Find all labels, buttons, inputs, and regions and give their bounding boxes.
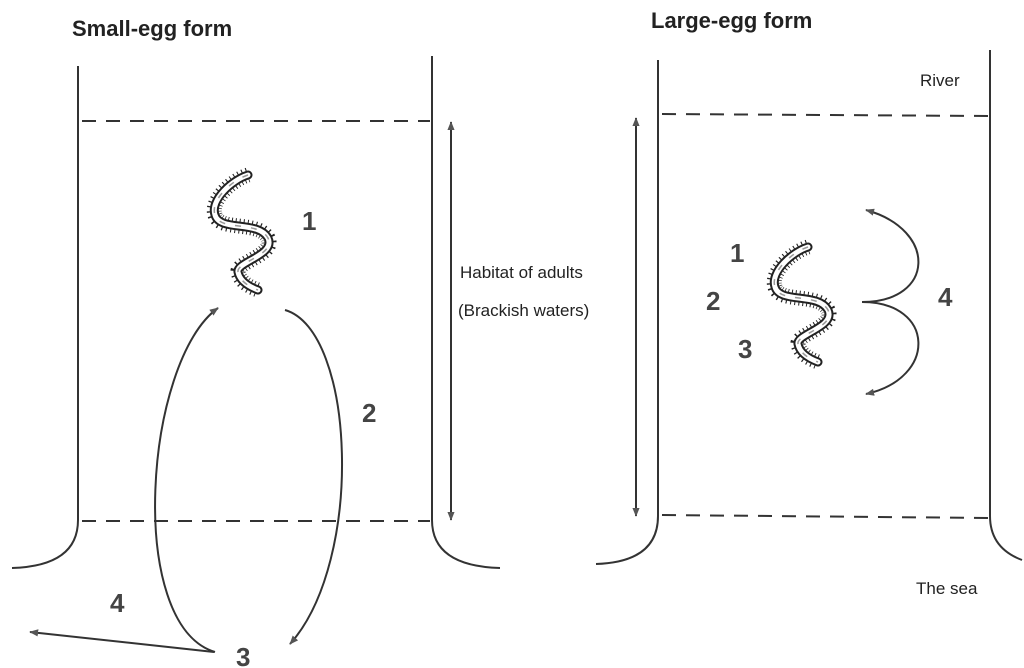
small-egg-stage-2: 2: [362, 398, 376, 428]
river-label: River: [920, 71, 960, 90]
right-bank: [990, 50, 1022, 560]
small-egg-title: Small-egg form: [72, 16, 232, 41]
descent-arrow: [285, 310, 342, 644]
left-bank: [12, 66, 78, 568]
habitat-label-line2: (Brackish waters): [458, 301, 589, 320]
large-egg-stage-1: 1: [730, 238, 744, 268]
seaward-arrow: [30, 632, 214, 652]
large-egg-title: Large-egg form: [651, 8, 812, 33]
habitat-label-line1: Habitat of adults: [460, 263, 583, 282]
river-boundary-line: [662, 114, 988, 116]
large-egg-panel: Large-egg form 1 2 3 4 River The sea: [596, 8, 1022, 598]
lower-loop-arrow: [862, 302, 918, 394]
upper-loop-arrow: [862, 210, 918, 302]
large-egg-stage-3: 3: [738, 334, 752, 364]
left-bank: [596, 60, 658, 564]
small-egg-panel: Small-egg form 1 2 3 4 Habitat of adults…: [12, 16, 589, 668]
large-egg-stage-4: 4: [938, 282, 953, 312]
ascent-arrow: [155, 308, 218, 652]
large-egg-stage-2: 2: [706, 286, 720, 316]
small-egg-stage-1: 1: [302, 206, 316, 236]
sea-boundary-line: [662, 515, 988, 518]
worm-icon: [214, 175, 269, 290]
sea-label: The sea: [916, 579, 978, 598]
small-egg-stage-4: 4: [110, 588, 125, 618]
worm-icon: [774, 247, 829, 362]
small-egg-stage-3: 3: [236, 642, 250, 668]
